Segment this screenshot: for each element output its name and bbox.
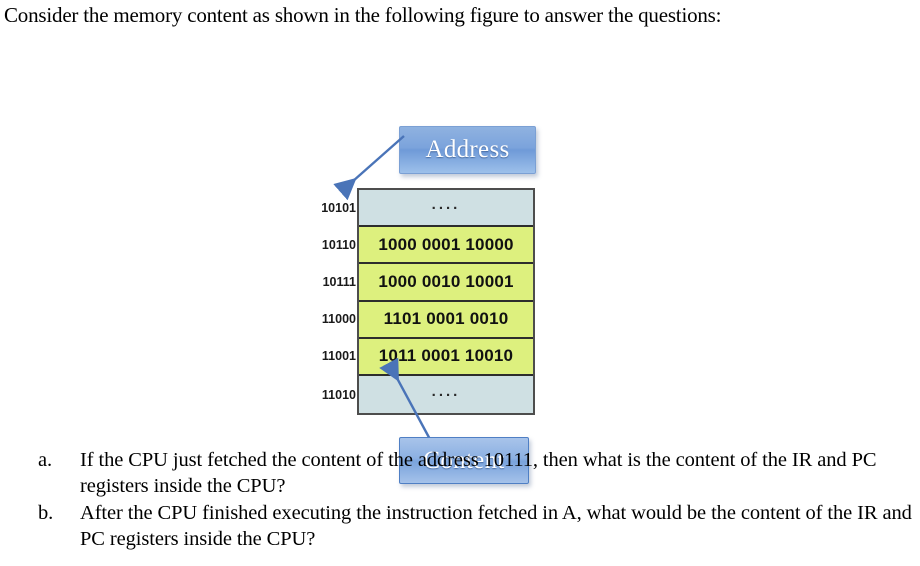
row-content-value: 1000 0001 10000	[378, 234, 514, 254]
table-row: 11000 1101 0001 0010	[322, 301, 533, 339]
row-address-label: 11010	[321, 387, 356, 402]
address-pointer-arrow	[333, 135, 405, 201]
memory-table: 10101 .... 10110 1000 0001 10000 10111 1…	[321, 188, 535, 415]
table-row: 10111 1000 0010 10001	[323, 264, 533, 302]
intro-paragraph: Consider the memory content as shown in …	[4, 3, 722, 27]
row-address-label: 10110	[321, 237, 356, 252]
content-pointer-arrow	[379, 357, 434, 444]
address-callout-box: Address	[399, 126, 536, 174]
list-item: b. After the CPU finished executing the …	[0, 501, 920, 552]
content-callout-label: Content	[423, 446, 505, 474]
row-address-label: 11001	[321, 349, 356, 364]
address-callout-label: Address	[425, 136, 510, 163]
row-content-value: 1011 0001 10010	[378, 346, 514, 366]
memory-figure: Address 10101 .... 10110 1000 0001 10000…	[0, 55, 920, 484]
content-callout-box: Content	[399, 437, 529, 484]
list-item-marker: b.	[38, 502, 54, 524]
list-item: a. If the CPU just fetched the content o…	[0, 448, 920, 499]
row-content-value: ....	[431, 196, 461, 214]
table-row: 10101 ....	[321, 190, 533, 228]
row-address-label: 11000	[321, 312, 356, 327]
list-item-text: If the CPU just fetched the content of t…	[80, 449, 877, 497]
questions-list: a. If the CPU just fetched the content o…	[0, 448, 920, 554]
table-row: 10110 1000 0001 10000	[322, 227, 533, 265]
list-item-marker: a.	[38, 449, 53, 471]
row-content-value: ....	[431, 383, 461, 401]
list-item-text: After the CPU finished executing the ins…	[80, 502, 912, 550]
row-content-value: 1101 0001 0010	[383, 309, 509, 329]
row-address-label: 10101	[321, 200, 356, 215]
row-content-value: 1000 0010 10001	[378, 271, 514, 291]
row-address-label: 10111	[322, 274, 356, 289]
table-row: 11010 ....	[322, 375, 533, 414]
